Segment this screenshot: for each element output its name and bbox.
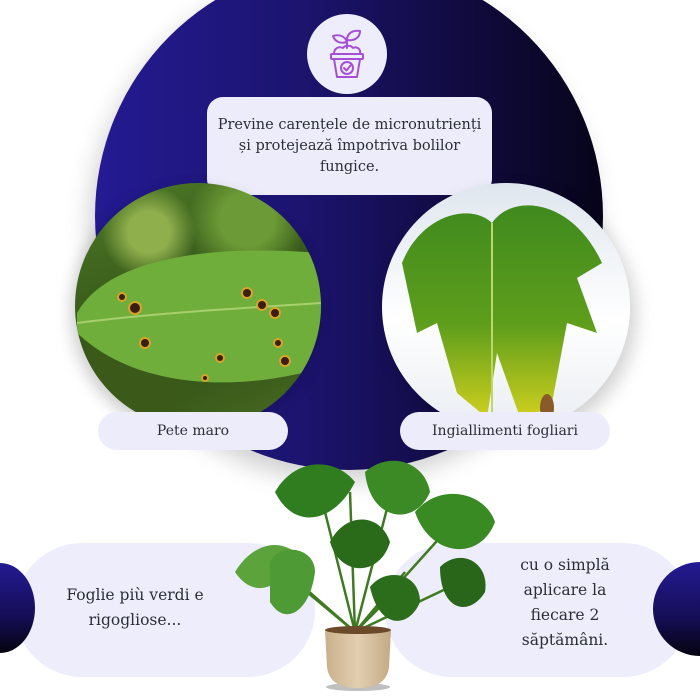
leaf-brown-spots-photo bbox=[75, 183, 321, 429]
benefit-text-left: Foglie più verdi e rigogliose... bbox=[66, 586, 204, 629]
monstera-leaf-illustration bbox=[402, 205, 602, 423]
monstera-plant-image bbox=[235, 460, 495, 691]
plant-pot-check-icon bbox=[330, 29, 364, 78]
icon-badge bbox=[307, 14, 387, 94]
leaf-yellowing-photo bbox=[382, 183, 630, 431]
benefit-text-right: cu o simplă aplicare la fiecare 2 săptăm… bbox=[520, 556, 610, 649]
caption-text: Pete maro bbox=[156, 423, 230, 439]
benefit-pill-right bbox=[385, 543, 690, 677]
headline-text: Previne carențele de micronutrienți și p… bbox=[217, 116, 482, 175]
caption-text: Ingiallimenti fogliari bbox=[432, 423, 578, 439]
caption-yellowing: Ingiallimenti fogliari bbox=[400, 412, 610, 450]
caption-brown-spots: Pete maro bbox=[98, 412, 288, 450]
leaf-spots-illustration bbox=[76, 250, 321, 383]
headline-card: Previne carențele de micronutrienți și p… bbox=[207, 97, 492, 195]
